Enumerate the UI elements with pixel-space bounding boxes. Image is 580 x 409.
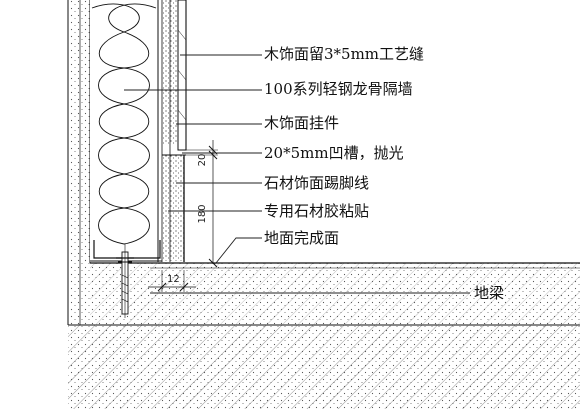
label-ground-beam: 地梁 — [474, 284, 504, 302]
wood-veneer-panel — [177, 0, 187, 151]
horizontal-dimension — [148, 270, 196, 292]
floor-screed-layer — [90, 262, 580, 325]
dim-gap-width: 12 — [167, 274, 180, 285]
label-wood-hanger: 木饰面挂件 — [264, 114, 339, 132]
ground-beam-concrete — [68, 324, 580, 409]
label-stone-skirting: 石材饰面踢脚线 — [264, 174, 369, 192]
label-stone-adhesive: 专用石材胶粘贴 — [264, 202, 369, 220]
dim-skirting-height: 180 — [197, 204, 208, 223]
label-wood-gap-groove: 木饰面留3*5mm工艺缝 — [264, 45, 424, 63]
stone-skirting — [162, 149, 186, 262]
label-steel-partition: 100系列轻钢龙骨隔墙 — [264, 80, 413, 98]
wall-base-concrete — [67, 0, 91, 325]
leader-lines — [124, 54, 470, 294]
dim-recess-height: 20 — [197, 154, 208, 167]
partition-insulation — [90, 0, 163, 262]
anchor-bolt — [116, 244, 134, 318]
label-finished-floor: 地面完成面 — [264, 229, 339, 247]
label-recess-polish: 20*5mm凹槽，抛光 — [264, 144, 404, 162]
